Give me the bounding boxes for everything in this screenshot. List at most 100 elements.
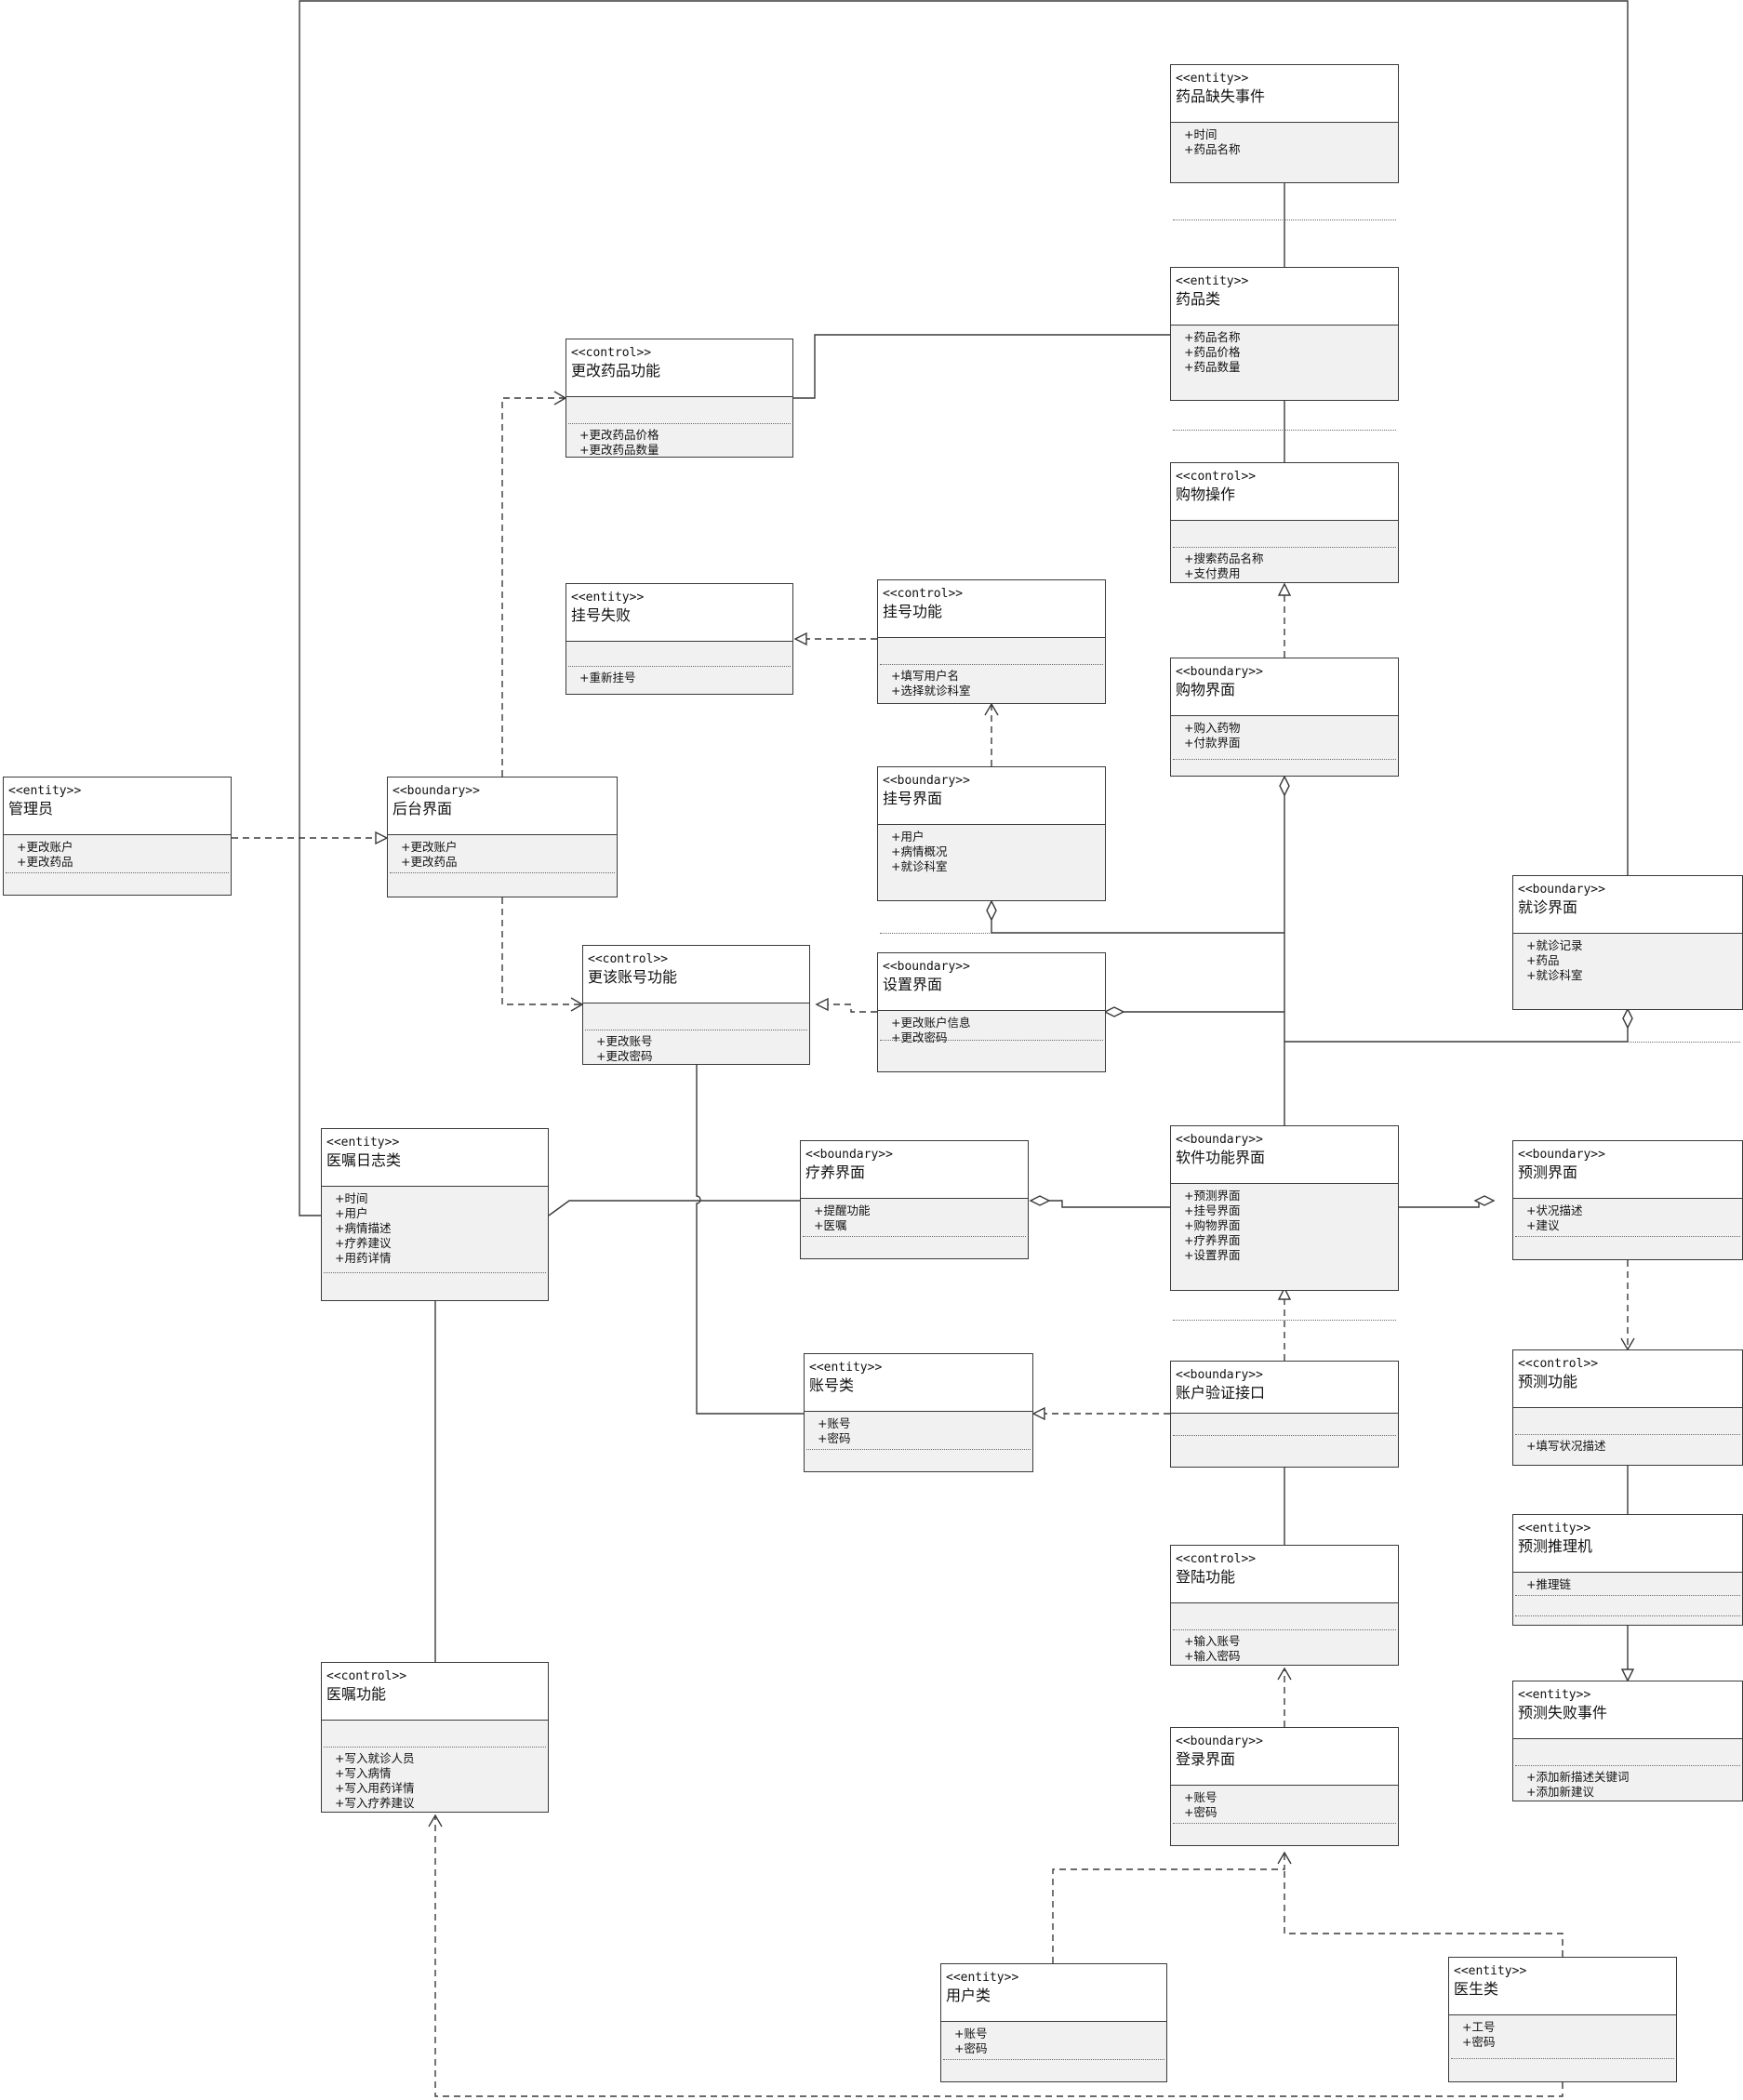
class-stereotype: <<control>>: [1176, 470, 1257, 484]
class-compartments: +更改账户+更改药品: [4, 835, 231, 894]
class-stereotype: <<control>>: [326, 1669, 407, 1683]
dep-user-loginui: [1052, 1853, 1285, 1963]
class-compartments: +填写状况描述: [1513, 1408, 1742, 1464]
dep-backend-changeaccount: [501, 897, 582, 1005]
class-stereotype: <<entity>>: [1518, 1688, 1591, 1702]
uml-class-shopping-op: <<control>>购物操作+搜索药品名称+支付费用: [1170, 462, 1399, 583]
class-attribute: +密码: [1184, 1805, 1217, 1819]
class-stereotype: <<boundary>>: [1176, 1734, 1263, 1748]
uml-class-predict-ui: <<boundary>>预测界面+状况描述+建议: [1512, 1140, 1743, 1260]
class-stereotype: <<entity>>: [1176, 72, 1249, 86]
class-name: 登陆功能: [1176, 1568, 1236, 1586]
hollow-triangle-shoppingop: [1277, 582, 1292, 596]
class-attribute: +账号: [954, 2027, 988, 2040]
hollow-triangle-regfailure: [793, 631, 807, 646]
class-header: <<control>> 更该账号功能: [583, 946, 809, 1003]
class-compartments: +账号+密码: [805, 1412, 1032, 1470]
uml-class-login-ui: <<boundary>>登录界面+账号+密码: [1170, 1727, 1399, 1846]
uml-class-software-ui: <<boundary>>软件功能界面+预测界面+挂号界面+购物界面+疗养界面+设…: [1170, 1125, 1399, 1321]
agg-software-reg: [991, 918, 1284, 934]
class-header: <<entity>>挂号失败: [566, 584, 792, 642]
class-compartments: +工号+密码: [1449, 2015, 1676, 2080]
class-stereotype: <<boundary>>: [1176, 665, 1263, 679]
class-name: 挂号失败: [571, 606, 632, 624]
class-operation: +输入账号: [1184, 1634, 1241, 1648]
attribute-list: +状况描述+建议: [1526, 1203, 1582, 1233]
attribute-list: +工号+密码: [1462, 2020, 1495, 2050]
class-operation: +填写状况描述: [1526, 1439, 1606, 1453]
attribute-list: +购入药物+付款界面: [1184, 721, 1240, 751]
class-stereotype: <<entity>>: [326, 1136, 400, 1150]
class-attribute: +状况描述: [1526, 1203, 1583, 1217]
open-arrow-loginfunc: [1277, 1667, 1292, 1681]
uml-class-therapy-ui: <<boundary>>疗养界面+提醒功能+医嘱: [800, 1140, 1029, 1259]
class-operation: +支付费用: [1184, 566, 1241, 580]
class-compartments: +购入药物+付款界面: [1171, 716, 1398, 775]
class-attribute: +就诊科室: [1526, 968, 1583, 982]
class-stereotype: <<control>>: [588, 952, 669, 966]
attribute-list: +预测界面+挂号界面+购物界面+疗养界面+设置界面: [1184, 1189, 1240, 1263]
uml-class-inference-engine: <<entity>>预测推理机+推理链: [1512, 1514, 1743, 1626]
class-operation: +更改密码: [596, 1049, 653, 1063]
uml-class-account-class: <<entity>>账号类+账号+密码: [804, 1353, 1033, 1472]
operation-list: +写入就诊人员+写入病情+写入用药详情+写入疗养建议: [335, 1751, 414, 1811]
open-arrow-loginui: [1277, 1851, 1292, 1865]
class-name: 用户类: [946, 1987, 991, 2004]
class-operation: +写入疗养建议: [335, 1796, 415, 1810]
attribute-list: +账号+密码: [818, 1416, 850, 1446]
class-operation: +写入用药详情: [335, 1781, 415, 1795]
attribute-list: +用户+病情概况+就诊科室: [891, 830, 947, 874]
class-compartments: +填写用户名+选择就诊科室: [878, 638, 1105, 702]
class-operation: +写入就诊人员: [335, 1751, 415, 1765]
class-header: <<entity>> 医生类: [1449, 1958, 1676, 2015]
class-header: <<boundary>>账户验证接口: [1171, 1362, 1398, 1414]
class-stereotype: <<control>>: [1518, 1357, 1599, 1371]
class-name: 更该账号功能: [588, 968, 678, 986]
uml-class-settings-ui: <<boundary>>设置界面+更改账户信息+更改密码: [877, 952, 1106, 1072]
compartment-divider: [324, 1747, 546, 1748]
compartment-divider: [568, 423, 791, 424]
uml-class-reg-func: <<control>>挂号功能+填写用户名+选择就诊科室: [877, 579, 1106, 704]
class-operation: +写入病情: [335, 1766, 392, 1780]
class-stereotype: <<entity>>: [571, 591, 645, 605]
compartment-divider: [1173, 1320, 1396, 1321]
operation-list: +搜索药品名称+支付费用: [1184, 552, 1263, 581]
class-attribute: +医嘱: [814, 1218, 847, 1232]
class-compartments: +添加新描述关键词+添加新建议: [1513, 1739, 1742, 1800]
class-attribute: +病情描述: [335, 1221, 392, 1235]
uml-class-user-class: <<entity>>用户类+账号+密码: [940, 1963, 1167, 2082]
class-attribute: +建议: [1526, 1218, 1560, 1232]
assoc-drug-change-drug: [793, 334, 1170, 399]
class-header: <<boundary>>就诊界面: [1513, 876, 1742, 934]
class-operation: +添加新建议: [1526, 1785, 1594, 1799]
class-compartments: +更改账户信息+更改密码: [878, 1011, 1105, 1070]
class-stereotype: <<control>>: [571, 346, 652, 360]
class-name: 预测功能: [1518, 1373, 1578, 1390]
compartment-divider: [1173, 759, 1396, 760]
class-attribute: +药品名称: [1184, 330, 1241, 344]
class-attribute: +密码: [954, 2041, 988, 2055]
attribute-list: +推理链: [1526, 1577, 1571, 1592]
class-attribute: +工号: [1462, 2020, 1496, 2034]
diamond-visit: [1622, 1007, 1633, 1030]
hollow-triangle-software: [1277, 1286, 1292, 1300]
class-attribute: +疗养建议: [335, 1236, 392, 1250]
class-compartments: +账号+密码: [941, 2022, 1166, 2080]
class-compartments: +时间+用户+病情描述+疗养建议+用药详情: [322, 1187, 548, 1299]
class-attribute: +就诊记录: [1526, 938, 1583, 952]
class-stereotype: <<entity>>: [1518, 1522, 1591, 1535]
class-attribute: +用户: [335, 1206, 368, 1220]
class-header: <<boundary>>购物界面: [1171, 658, 1398, 716]
class-header: <<boundary>>软件功能界面: [1171, 1126, 1398, 1184]
class-operation: +选择就诊科室: [891, 684, 971, 698]
compartment-divider: [880, 1040, 1103, 1041]
uml-class-advice-log: <<entity>>医嘱日志类+时间+用户+病情描述+疗养建议+用药详情: [321, 1128, 549, 1301]
compartment-divider: [1515, 1042, 1740, 1043]
compartment-divider: [6, 872, 229, 873]
class-name: 医生类: [1454, 1980, 1499, 1998]
real-settings-changeaccount: [828, 1003, 877, 1013]
class-attribute: +药品数量: [1184, 360, 1241, 374]
class-stereotype: <<entity>>: [1454, 1964, 1527, 1978]
compartment-divider: [803, 1236, 1026, 1237]
compartment-divider: [1173, 430, 1396, 431]
